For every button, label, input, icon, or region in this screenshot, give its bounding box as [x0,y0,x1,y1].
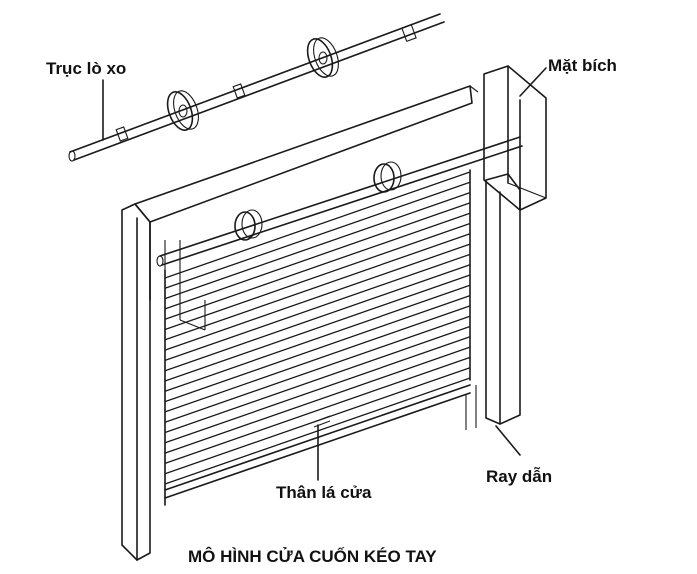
spring-shaft-exploded [68,13,445,162]
label-guide-rail: Ray dẫn [486,467,552,486]
installed-shaft [156,136,523,267]
door-curtain-outline [164,169,471,506]
installed-drum-wheel-1 [234,209,263,241]
right-guide-rail [465,173,521,430]
door-slat [164,212,471,320]
door-slat [164,284,471,392]
shaft-drum-wheel-1 [166,90,199,131]
leader-lines [102,67,547,481]
door-slat [164,191,471,300]
label-door-body: Thân lá cửa [276,483,372,502]
door-slat [164,171,471,279]
door-slat [164,253,471,362]
door-curtain-slats [164,171,471,485]
door-slat [164,346,471,454]
door-slat [164,315,471,423]
door-slat [164,202,471,310]
door-slat [164,222,471,331]
door-slat [164,233,471,341]
door-slat [164,294,471,403]
door-slat [164,274,471,382]
diagram-caption: MÔ HÌNH CỬA CUỐN KÉO TAY [188,546,437,566]
door-slat [164,325,471,434]
door-slat [164,181,471,289]
door-slat [164,243,471,351]
label-flange: Mặt bích [548,56,617,75]
left-guide-post [121,203,166,561]
shaft-drum-wheel-2 [306,37,339,78]
leader-guide-rail [495,425,521,456]
door-slat [164,356,471,465]
door-slat [164,305,471,413]
door-slat [164,264,471,372]
leader-flange [519,67,547,97]
door-slat [164,336,471,444]
installed-drum-wheel-2 [373,161,402,193]
label-spring-shaft: Trục lò xo [46,59,126,78]
